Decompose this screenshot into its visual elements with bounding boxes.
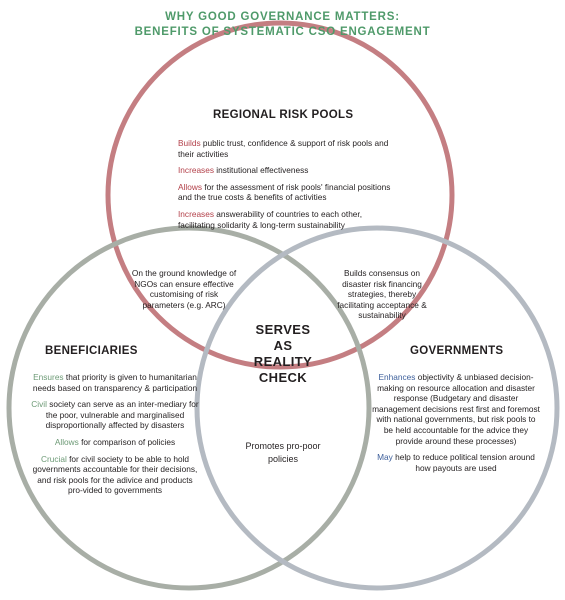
- benefit-text: answerability of countries to each other…: [178, 208, 363, 230]
- benefit-text: for the assessment of risk pools' financ…: [178, 181, 391, 203]
- benefit-text: that priority is given to humanitarian n…: [32, 372, 198, 393]
- center-label: SERVES AS REALITY CHECK: [233, 322, 333, 386]
- benefit-text: institutional effectiveness: [213, 165, 309, 176]
- beneficiaries-benefit: Crucial for civil society to be able to …: [30, 454, 200, 496]
- benefit-keyword: Allows: [54, 436, 79, 447]
- risk-pools-heading: REGIONAL RISK POOLS: [213, 109, 354, 121]
- benefit-text: society can serve as an inter-mediary fo…: [45, 399, 199, 431]
- beneficiaries-circle: [6, 225, 372, 591]
- governments-benefits: Enhances objectivity & unbiased decision…: [372, 372, 540, 479]
- benefit-keyword: Ensures: [33, 372, 64, 382]
- benefit-keyword: Increases: [178, 165, 214, 176]
- benefit-keyword: Builds: [178, 138, 201, 148]
- risk-pools-benefit: Allows for the assessment of risk pools'…: [178, 182, 400, 203]
- governments-circle: [194, 225, 560, 591]
- benefit-keyword: Increases: [178, 208, 214, 219]
- benefit-text: objectivity & unbiased decision-making o…: [372, 372, 540, 446]
- governments-heading: GOVERNMENTS: [410, 345, 504, 357]
- diagram-title-line-1: WHY GOOD GOVERNANCE MATTERS:: [165, 11, 400, 23]
- center-label-line: SERVES: [255, 322, 311, 337]
- beneficiaries-benefits: Ensures that priority is given to humani…: [30, 372, 200, 502]
- benefit-text: help to reduce political tension around …: [392, 452, 535, 473]
- benefit-keyword: Allows: [178, 181, 202, 192]
- beneficiaries-benefit: Ensures that priority is given to humani…: [30, 372, 200, 393]
- risk-pools-benefit: Increases answerability of countries to …: [178, 209, 400, 230]
- beneficiaries-benefit: Civil society can serve as an inter-medi…: [30, 399, 200, 431]
- benefit-keyword: Civil: [31, 399, 47, 410]
- center-label-line: CHECK: [258, 370, 308, 385]
- overlap-risk-beneficiaries-text: On the ground knowledge of NGOs can ensu…: [131, 268, 237, 310]
- diagram-title-line-2: BENEFITS OF SYSTEMATIC CSO ENGAGEMENT: [134, 26, 431, 38]
- governments-benefit: May help to reduce political tension aro…: [372, 452, 540, 473]
- risk-pools-benefit: Builds public trust, confidence & suppor…: [178, 138, 400, 159]
- benefit-keyword: May: [377, 452, 393, 463]
- benefit-text: for comparison of policies: [78, 436, 176, 447]
- governments-benefit: Enhances objectivity & unbiased decision…: [372, 372, 540, 446]
- beneficiaries-heading: BENEFICIARIES: [45, 345, 138, 357]
- benefit-text: public trust, confidence & support of ri…: [178, 138, 389, 159]
- benefit-keyword: Crucial: [40, 453, 67, 464]
- risk-pools-benefit: Increases institutional effectiveness: [178, 165, 400, 176]
- overlap-risk-governments-text: Builds consensus on disaster risk financ…: [337, 268, 427, 321]
- benefit-text: for civil society to be able to hold gov…: [32, 453, 198, 496]
- benefit-keyword: Enhances: [378, 372, 416, 382]
- center-label-line: REALITY: [253, 354, 313, 369]
- overlap-beneficiaries-governments-text: Promotes pro-poor policies: [245, 441, 321, 464]
- beneficiaries-benefit: Allows for comparison of policies: [30, 437, 200, 448]
- risk-pools-benefits: Builds public trust, confidence & suppor…: [178, 138, 400, 236]
- risk-pools-circle: [105, 20, 455, 370]
- center-label-line: AS: [273, 338, 293, 353]
